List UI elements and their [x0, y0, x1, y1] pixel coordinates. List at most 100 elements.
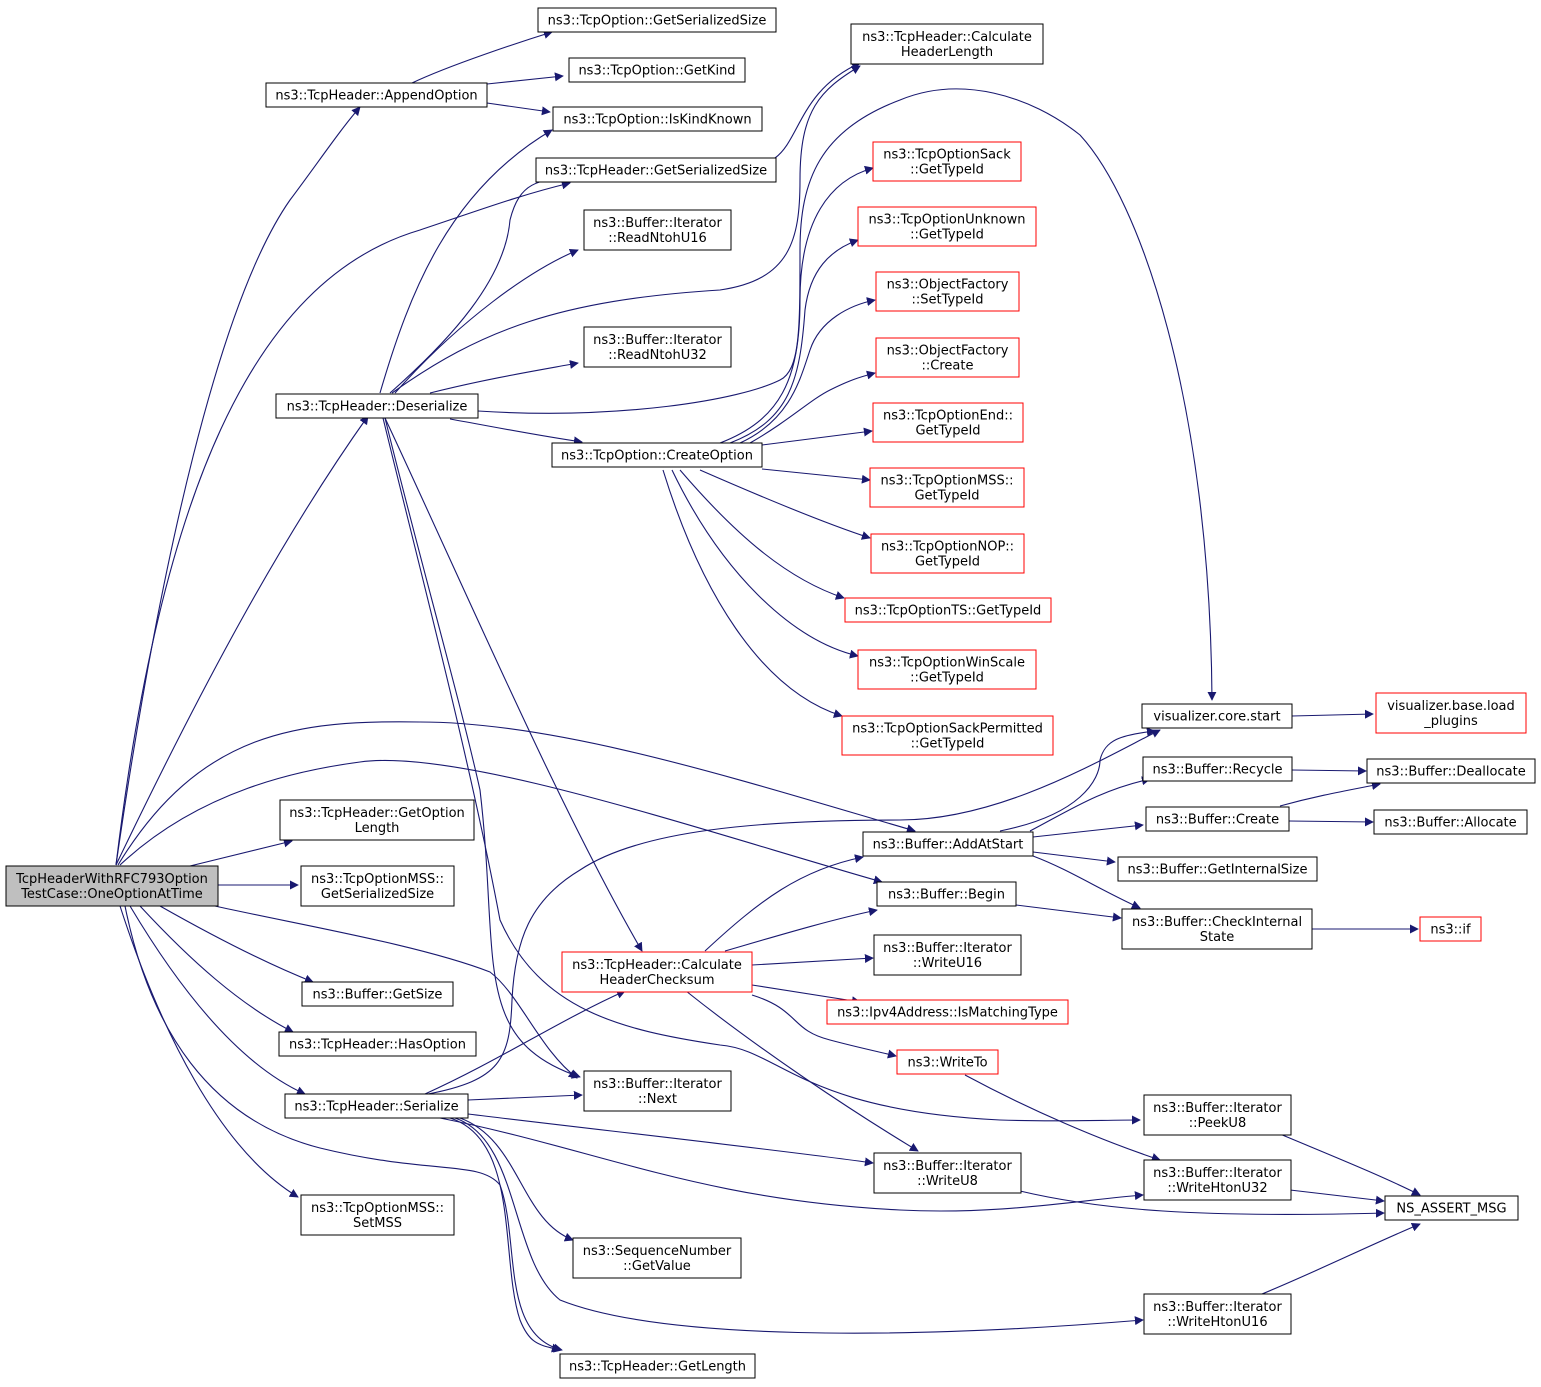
node-label: ::GetTypeId: [910, 228, 984, 243]
graph-node-mss-tid[interactable]: ns3::TcpOptionMSS::GetTypeId: [869, 467, 1025, 508]
graph-node-sack-tid[interactable]: ns3::TcpOptionSack::GetTypeId: [872, 141, 1022, 182]
edge-cs-to-ipv4: [751, 984, 861, 1006]
node-label: ns3::TcpHeader::Deserialize: [287, 400, 468, 415]
graph-node-seq-val[interactable]: ns3::SequenceNumber::GetValue: [572, 1237, 742, 1279]
node-label: ::GetTypeId: [910, 163, 984, 178]
node-label: ::ReadNtohU16: [608, 231, 707, 246]
edge-ser-to-getlength: [449, 1117, 561, 1353]
edge-cs-to-writeto: [751, 994, 897, 1059]
graph-node-ws-tid[interactable]: ns3::TcpOptionWinScale::GetTypeId: [857, 649, 1037, 690]
graph-node-wu16[interactable]: ns3::Buffer::Iterator::WriteU16: [873, 934, 1022, 976]
graph-node-sackp-tid[interactable]: ns3::TcpOptionSackPermitted::GetTypeId: [841, 715, 1054, 756]
graph-node-add-start[interactable]: ns3::Buffer::AddAtStart: [862, 831, 1034, 857]
graph-node-read16[interactable]: ns3::Buffer::Iterator::ReadNtohU16: [583, 209, 732, 251]
node-box: [875, 337, 1020, 378]
edge-root-to-begin: [119, 759, 883, 885]
graph-node-buf-create[interactable]: ns3::Buffer::Create: [1145, 806, 1290, 832]
graph-node-of-create[interactable]: ns3::ObjectFactory::Create: [875, 337, 1020, 378]
node-box: [826, 999, 1069, 1025]
node-label: ns3::Buffer::Iterator: [883, 1159, 1012, 1174]
graph-node-deser[interactable]: ns3::TcpHeader::Deserialize: [275, 393, 479, 419]
node-label: ::PeekU8: [1189, 1116, 1246, 1131]
edge-ser-to-visstart: [427, 729, 1161, 1095]
edge-ser-to-wu8: [467, 1113, 874, 1167]
edge-add-to-visstart: [999, 727, 1156, 832]
edge-recycle-to-dealloc: [1291, 766, 1367, 776]
edge-ser-to-whtonu32: [439, 1117, 1144, 1212]
graph-node-get-len[interactable]: ns3::TcpHeader::GetLength: [559, 1353, 756, 1379]
graph-node-append[interactable]: ns3::TcpHeader::AppendOption: [265, 82, 488, 108]
edge-deser-to-createopt: [449, 418, 583, 446]
graph-node-vis-load[interactable]: visualizer.base.load_plugins: [1375, 692, 1527, 734]
graph-node-wu8[interactable]: ns3::Buffer::Iterator::WriteU8: [873, 1152, 1022, 1194]
node-box: [300, 1194, 455, 1236]
node-label: TestCase::OneOptionAtTime: [20, 887, 203, 902]
node-box: [872, 141, 1022, 182]
graph-node-create-opt[interactable]: ns3::TcpOption::CreateOption: [551, 442, 763, 468]
node-label: ::GetTypeId: [911, 737, 985, 752]
graph-node-alloc[interactable]: ns3::Buffer::Allocate: [1373, 809, 1528, 835]
edge-wu8-to-assert: [1019, 1190, 1385, 1218]
node-label: visualizer.base.load: [1387, 699, 1515, 714]
graph-node-begin[interactable]: ns3::Buffer::Begin: [876, 881, 1017, 907]
graph-node-hdr-serial[interactable]: ns3::TcpHeader::GetSerializedSize: [535, 157, 777, 183]
node-label: ::ReadNtohU32: [608, 348, 707, 363]
node-box: [1117, 856, 1318, 882]
edge-root-to-setmss: [119, 905, 299, 1198]
node-label: ns3::TcpHeader::GetLength: [569, 1360, 746, 1375]
edge-deser-to-optknown: [379, 129, 553, 394]
node-box: [265, 82, 488, 108]
graph-node-opt-known[interactable]: ns3::TcpOption::IsKindKnown: [552, 106, 763, 132]
node-label: ::WriteU16: [913, 956, 982, 971]
graph-node-next[interactable]: ns3::Buffer::Iterator::Next: [583, 1070, 732, 1112]
node-label: ns3::ObjectFactory: [887, 344, 1009, 359]
graph-node-opt-kind[interactable]: ns3::TcpOption::GetKind: [568, 57, 746, 83]
edge-create-to-sack: [719, 165, 874, 444]
graph-node-serialize[interactable]: ns3::TcpHeader::Serialize: [284, 1093, 469, 1119]
graph-node-mss-serial[interactable]: ns3::TcpOptionMSS::GetSerializedSize: [300, 865, 455, 907]
graph-node-of-set[interactable]: ns3::ObjectFactory::SetTypeId: [875, 271, 1020, 312]
graph-node-end-tid[interactable]: ns3::TcpOptionEnd::GetTypeId: [872, 402, 1024, 443]
edge-create-to-ofcreate: [749, 370, 876, 444]
node-label: State: [1200, 930, 1234, 945]
graph-node-ts-tid[interactable]: ns3::TcpOptionTS::GetTypeId: [844, 597, 1052, 623]
graph-node-has-opt[interactable]: ns3::TcpHeader::HasOption: [278, 1031, 477, 1057]
graph-node-ns-assert[interactable]: NS_ASSERT_MSG: [1384, 1195, 1519, 1221]
node-label: ns3::ObjectFactory: [887, 278, 1009, 293]
graph-node-peek8[interactable]: ns3::Buffer::Iterator::PeekU8: [1143, 1094, 1292, 1136]
node-label: ns3::Buffer::Iterator: [593, 333, 722, 348]
graph-node-set-mss[interactable]: ns3::TcpOptionMSS::SetMSS: [300, 1194, 455, 1236]
edge-root-to-serialize: [129, 905, 306, 1095]
edge-append-to-optkind: [486, 72, 564, 85]
node-label: ns3::Buffer::Iterator: [593, 216, 722, 231]
graph-node-vis-start[interactable]: visualizer.core.start: [1141, 703, 1293, 729]
graph-node-whtonu16[interactable]: ns3::Buffer::Iterator::WriteHtonU16: [1143, 1293, 1292, 1335]
node-box: [537, 7, 777, 33]
graph-node-writeto[interactable]: ns3::WriteTo: [896, 1049, 999, 1075]
graph-node-ipv4-match[interactable]: ns3::Ipv4Address::IsMatchingType: [826, 999, 1069, 1025]
graph-node-opt-serial[interactable]: ns3::TcpOption::GetSerializedSize: [537, 7, 777, 33]
graph-node-recycle[interactable]: ns3::Buffer::Recycle: [1142, 756, 1293, 782]
node-box: [869, 467, 1025, 508]
node-label: ::GetTypeId: [910, 671, 984, 686]
node-box: [875, 271, 1020, 312]
node-label: ns3::Buffer::Iterator: [1153, 1300, 1282, 1315]
graph-node-int-size[interactable]: ns3::Buffer::GetInternalSize: [1117, 856, 1318, 882]
edge-create-to-sackp: [662, 469, 843, 718]
graph-node-read32[interactable]: ns3::Buffer::Iterator::ReadNtohU32: [583, 326, 732, 368]
graph-node-get-size[interactable]: ns3::Buffer::GetSize: [301, 981, 454, 1007]
graph-node-dealloc[interactable]: ns3::Buffer::Deallocate: [1366, 758, 1536, 784]
graph-node-nop-tid[interactable]: ns3::TcpOptionNOP::GetTypeId: [870, 533, 1025, 574]
edge-add-to-checkint: [1032, 855, 1141, 909]
graph-node-unk-tid[interactable]: ns3::TcpOptionUnknown::GetTypeId: [857, 206, 1037, 247]
graph-node-whtonu32[interactable]: ns3::Buffer::Iterator::WriteHtonU32: [1143, 1159, 1292, 1201]
graph-node-root[interactable]: TcpHeaderWithRFC793OptionTestCase::OneOp…: [5, 865, 219, 907]
node-box: [1375, 692, 1527, 734]
node-label: GetSerializedSize: [321, 887, 434, 902]
graph-node-if[interactable]: ns3::if: [1419, 916, 1482, 942]
node-box: [870, 533, 1025, 574]
